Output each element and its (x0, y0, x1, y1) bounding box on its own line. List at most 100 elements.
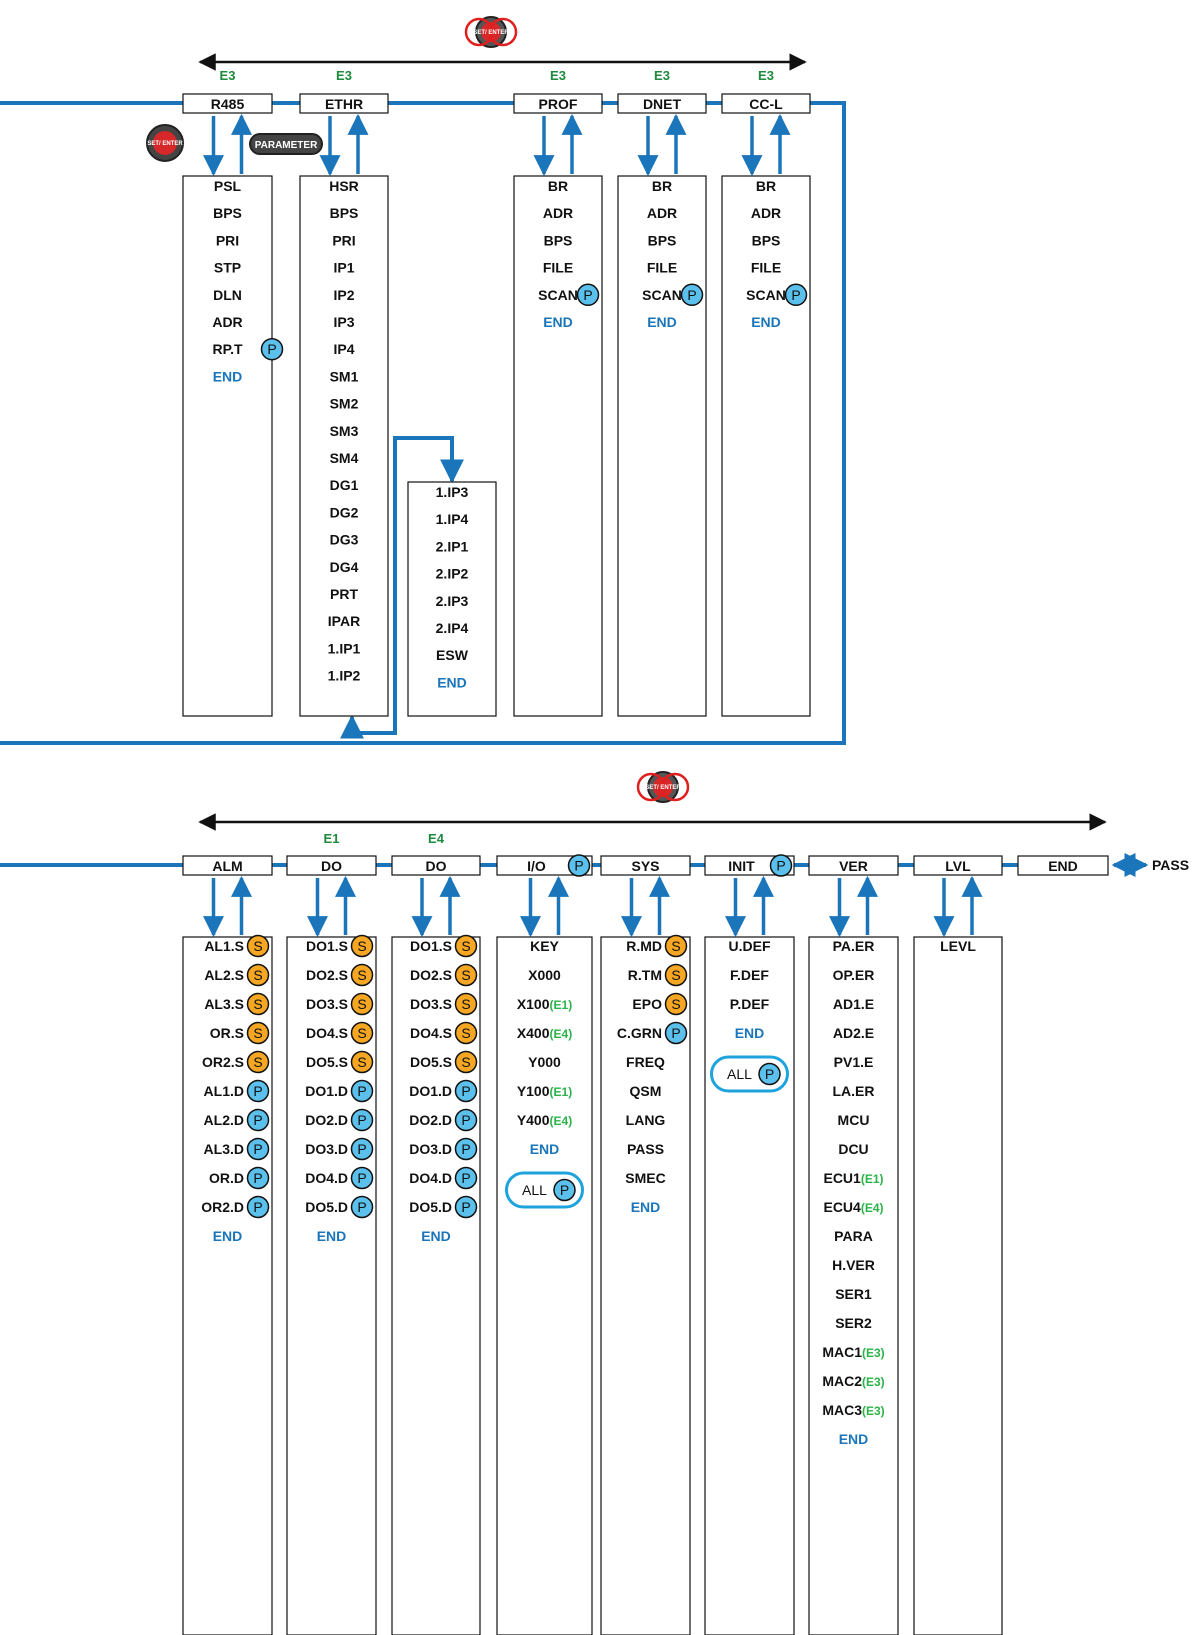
list-item-r-md[interactable]: R.MD (626, 938, 662, 954)
list-item-psl[interactable]: PSL (214, 178, 242, 194)
list-item-hsr[interactable]: HSR (329, 178, 359, 194)
list-item-file[interactable]: FILE (751, 260, 781, 276)
list-item-do4-d[interactable]: DO4.D (409, 1170, 452, 1186)
end-item[interactable]: END (213, 368, 243, 384)
list-item-sm3[interactable]: SM3 (330, 423, 359, 439)
end-item[interactable]: END (631, 1199, 661, 1215)
list-item-dg4[interactable]: DG4 (330, 559, 359, 575)
list-item-ip1[interactable]: IP1 (333, 260, 354, 276)
list-item-bps[interactable]: BPS (648, 232, 677, 248)
list-item-1-ip3[interactable]: 1.IP3 (436, 484, 469, 500)
end-item[interactable]: END (839, 1431, 869, 1447)
list-item-bps[interactable]: BPS (752, 232, 781, 248)
list-item-do2-s[interactable]: DO2.S (306, 967, 348, 983)
list-item-ip3[interactable]: IP3 (333, 314, 354, 330)
list-item-ecu4[interactable]: ECU4(E4) (823, 1199, 883, 1215)
list-item-y000[interactable]: Y000 (528, 1054, 561, 1070)
list-item-do4-s[interactable]: DO4.S (306, 1025, 348, 1041)
list-item-ip2[interactable]: IP2 (333, 287, 354, 303)
list-item-do5-s[interactable]: DO5.S (410, 1054, 452, 1070)
list-item-ip4[interactable]: IP4 (333, 341, 354, 357)
list-item-dg2[interactable]: DG2 (330, 504, 359, 520)
list-item-al3-s[interactable]: AL3.S (204, 996, 244, 1012)
list-item-ad2-e[interactable]: AD2.E (833, 1025, 874, 1041)
list-item-do3-s[interactable]: DO3.S (306, 996, 348, 1012)
list-item-bps[interactable]: BPS (330, 205, 359, 221)
menu-header-box[interactable] (1017, 855, 1109, 876)
list-item-bps[interactable]: BPS (213, 205, 242, 221)
list-item-do2-s[interactable]: DO2.S (410, 967, 452, 983)
end-item[interactable]: END (317, 1228, 347, 1244)
list-item-sm1[interactable]: SM1 (330, 368, 359, 384)
list-item-sm4[interactable]: SM4 (330, 450, 359, 466)
list-item-scan[interactable]: SCAN (642, 287, 682, 303)
list-item-do1-d[interactable]: DO1.D (305, 1083, 348, 1099)
list-item-adr[interactable]: ADR (543, 205, 573, 221)
menu-header-box[interactable] (600, 855, 691, 876)
list-item-2-ip4[interactable]: 2.IP4 (436, 620, 469, 636)
list-item-pv1-e[interactable]: PV1.E (834, 1054, 874, 1070)
list-item-file[interactable]: FILE (647, 260, 677, 276)
list-item-do4-s[interactable]: DO4.S (410, 1025, 452, 1041)
list-item-al1-s[interactable]: AL1.S (204, 938, 244, 954)
list-item-y100[interactable]: Y100(E1) (517, 1083, 572, 1099)
list-item-do1-s[interactable]: DO1.S (410, 938, 452, 954)
list-item-file[interactable]: FILE (543, 260, 573, 276)
list-item-prt[interactable]: PRT (330, 586, 358, 602)
list-item-ser2[interactable]: SER2 (835, 1315, 872, 1331)
list-item-1-ip1[interactable]: 1.IP1 (328, 640, 361, 656)
end-item[interactable]: END (213, 1228, 243, 1244)
menu-header-box[interactable] (182, 855, 273, 876)
list-item-u-def[interactable]: U.DEF (729, 938, 771, 954)
menu-header-box[interactable] (496, 855, 593, 876)
list-item-pass[interactable]: PASS (627, 1141, 664, 1157)
end-item[interactable]: END (751, 314, 781, 330)
list-item-al2-d[interactable]: AL2.D (204, 1112, 244, 1128)
list-item-bps[interactable]: BPS (544, 232, 573, 248)
list-item-br[interactable]: BR (548, 178, 568, 194)
menu-header-box[interactable] (721, 93, 811, 114)
menu-header-box[interactable] (182, 93, 273, 114)
list-item-do3-d[interactable]: DO3.D (409, 1141, 452, 1157)
list-item-do5-s[interactable]: DO5.S (306, 1054, 348, 1070)
list-item-mac2[interactable]: MAC2(E3) (822, 1373, 884, 1389)
list-item-pri[interactable]: PRI (216, 232, 239, 248)
list-item-mcu[interactable]: MCU (838, 1112, 870, 1128)
list-item-ipar[interactable]: IPAR (328, 613, 360, 629)
list-item-sm2[interactable]: SM2 (330, 396, 359, 412)
list-item-x400[interactable]: X400(E4) (517, 1025, 572, 1041)
list-item-do2-d[interactable]: DO2.D (305, 1112, 348, 1128)
list-item-r-tm[interactable]: R.TM (628, 967, 662, 983)
end-item[interactable]: END (421, 1228, 451, 1244)
list-item-f-def[interactable]: F.DEF (730, 967, 769, 983)
list-item-or-s[interactable]: OR.S (210, 1025, 244, 1041)
list-item-epo[interactable]: EPO (632, 996, 662, 1012)
list-item-key[interactable]: KEY (530, 938, 559, 954)
list-item-stp[interactable]: STP (214, 260, 241, 276)
menu-header-box[interactable] (913, 855, 1003, 876)
list-item-rp-t[interactable]: RP.T (212, 341, 243, 357)
menu-header-box[interactable] (617, 93, 707, 114)
list-item-smec[interactable]: SMEC (625, 1170, 665, 1186)
list-item-ser1[interactable]: SER1 (835, 1286, 872, 1302)
list-item-br[interactable]: BR (652, 178, 672, 194)
list-item-adr[interactable]: ADR (751, 205, 781, 221)
list-item-br[interactable]: BR (756, 178, 776, 194)
list-item-dcu[interactable]: DCU (838, 1141, 868, 1157)
list-item-or2-d[interactable]: OR2.D (201, 1199, 244, 1215)
list-item-scan[interactable]: SCAN (746, 287, 786, 303)
list-item-do2-d[interactable]: DO2.D (409, 1112, 452, 1128)
end-item[interactable]: END (647, 314, 677, 330)
list-item-scan[interactable]: SCAN (538, 287, 578, 303)
list-item-x100[interactable]: X100(E1) (517, 996, 572, 1012)
list-item-2-ip3[interactable]: 2.IP3 (436, 593, 469, 609)
menu-header-box[interactable] (299, 93, 389, 114)
list-item-2-ip1[interactable]: 2.IP1 (436, 538, 469, 554)
list-item-do1-s[interactable]: DO1.S (306, 938, 348, 954)
list-item-mac1[interactable]: MAC1(E3) (822, 1344, 884, 1360)
list-item-mac3[interactable]: MAC3(E3) (822, 1402, 884, 1418)
list-item-dg1[interactable]: DG1 (330, 477, 359, 493)
list-item-1-ip4[interactable]: 1.IP4 (436, 511, 469, 527)
